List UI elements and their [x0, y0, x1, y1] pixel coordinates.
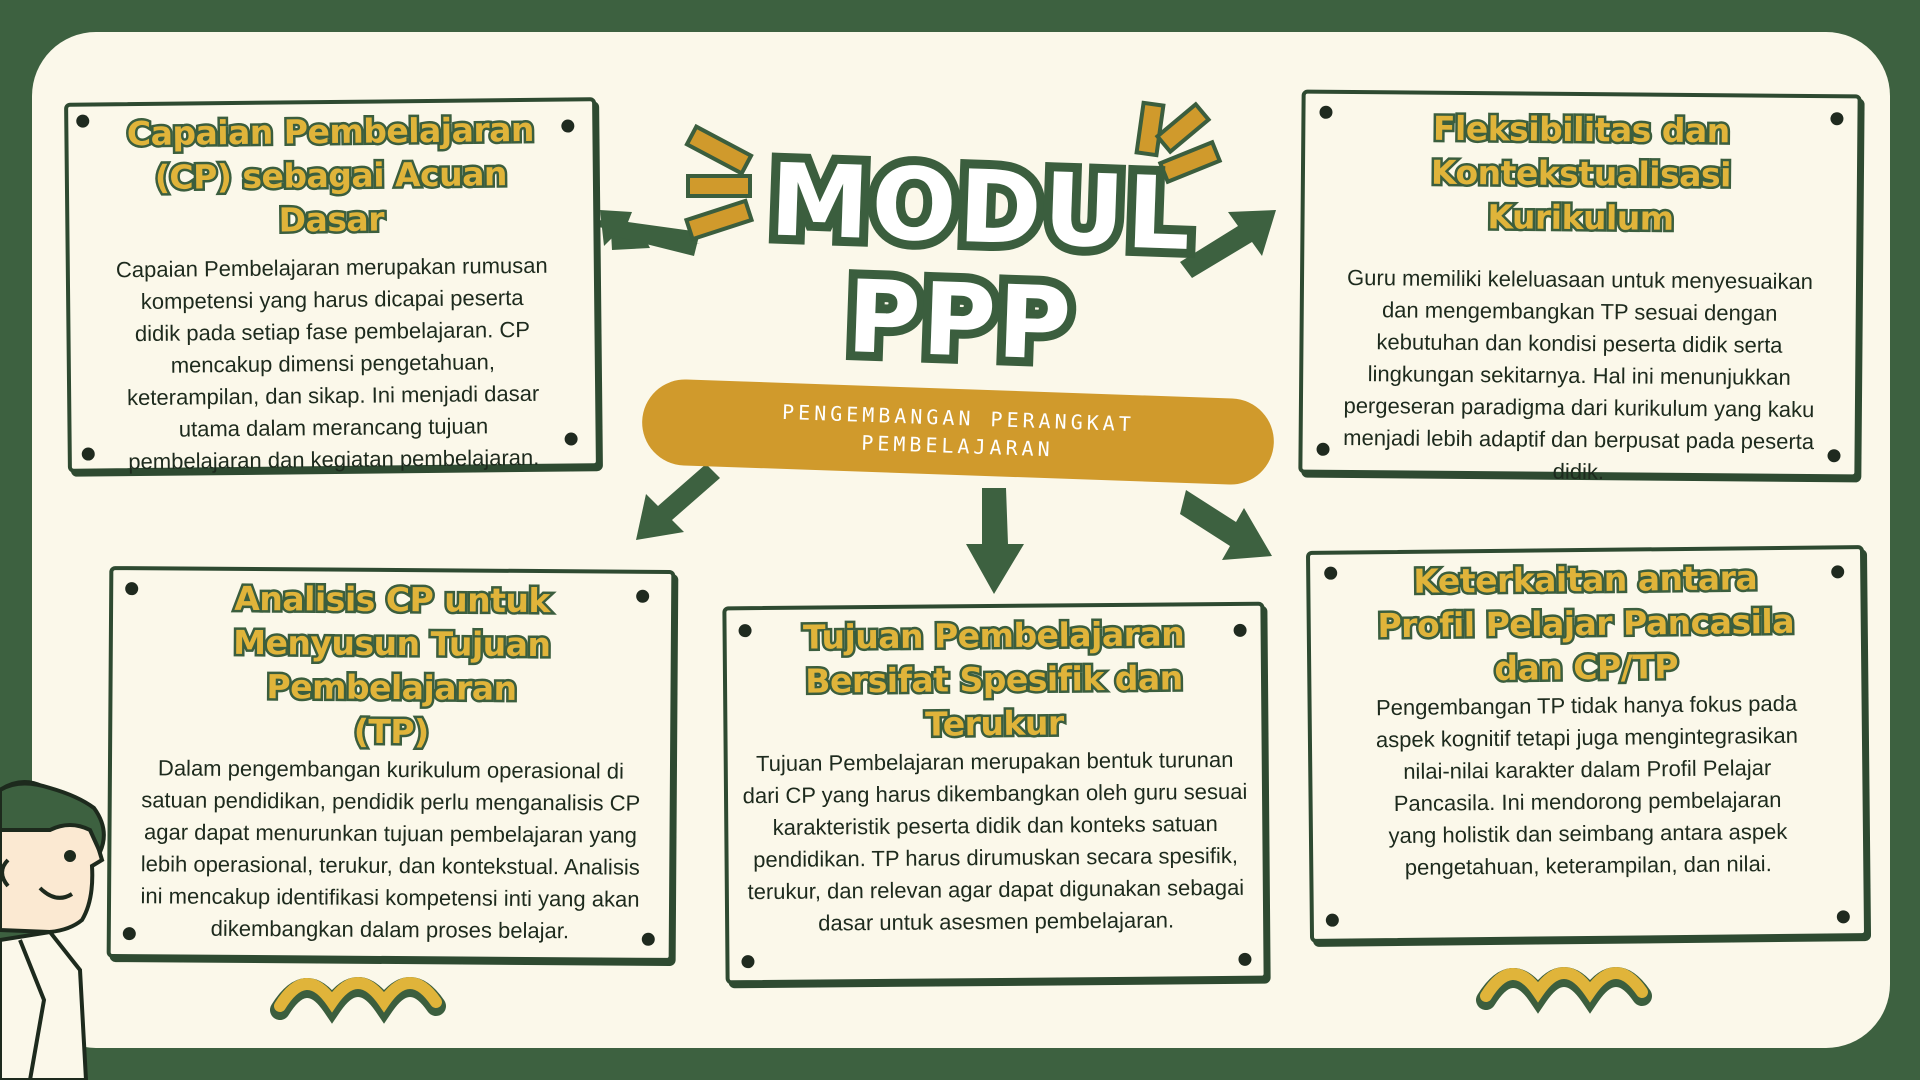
- card-body: Dalam pengembangan kurikulum operasional…: [140, 755, 641, 944]
- arrow-icon-top-right: [1180, 210, 1276, 278]
- card-title: Capaian Pembelajaran (CP) sebagai Acuan …: [124, 107, 536, 242]
- pin-dot: [1831, 565, 1845, 579]
- arrow-icon-bottom-left: [636, 464, 720, 540]
- pin-dot: [564, 432, 578, 446]
- pin-dot: [122, 927, 136, 941]
- pin-dot: [561, 119, 575, 133]
- card-profil-pelajar-pancasila: Keterkaitan antara Profil Pelajar Pancas…: [1305, 545, 1869, 943]
- sparkle-icon-right: [1134, 100, 1223, 185]
- pin-dot: [1233, 623, 1247, 637]
- pin-dot: [1836, 910, 1850, 924]
- card-body: Pengembangan TP tidak hanya fokus pada a…: [1375, 690, 1799, 880]
- pin-dot: [81, 447, 95, 461]
- card-tujuan-pembelajaran: Tujuan Pembelajaran Bersifat Spesifik da…: [722, 601, 1268, 985]
- teacher-illustration: [0, 780, 106, 1080]
- pin-dot: [1325, 913, 1339, 927]
- subtitle-text: PENGEMBANGAN PERANGKAT PEMBELAJARAN: [781, 399, 1136, 462]
- card-analisis-cp: Analisis CP untuk Menyusun Tujuan Pembel…: [106, 566, 676, 962]
- arrow-icon-bottom-right: [1180, 490, 1272, 560]
- sparkle-icon-left: [683, 123, 755, 242]
- pin-dot: [125, 582, 139, 596]
- main-title-line1: MODUL: [759, 132, 1203, 282]
- pin-dot: [1827, 449, 1841, 463]
- card-body: Guru memiliki keleluasaan untuk menyesua…: [1343, 264, 1815, 485]
- pin-dot: [76, 114, 90, 128]
- pin-dot: [1319, 105, 1333, 119]
- card-body: Tujuan Pembelajaran merupakan bentuk tur…: [742, 746, 1248, 936]
- card-capaian-pembelajaran: Capaian Pembelajaran (CP) sebagai Acuan …: [64, 97, 600, 474]
- card-title: Keterkaitan antara Profil Pelajar Pancas…: [1375, 556, 1797, 691]
- pin-dot: [1324, 566, 1338, 580]
- card-title: Tujuan Pembelajaran Bersifat Spesifik da…: [800, 612, 1186, 746]
- zigzag-icon-right: [1476, 967, 1652, 1014]
- pin-dot: [1830, 112, 1844, 126]
- arrow-icon-top-left: [592, 210, 700, 256]
- pin-dot: [641, 932, 655, 946]
- pin-dot: [741, 955, 755, 969]
- card-fleksibilitas-kurikulum: Fleksibilitas dan Kontekstualisasi Kurik…: [1298, 89, 1862, 484]
- pin-dot: [738, 624, 752, 638]
- pin-dot: [1238, 952, 1252, 966]
- zigzag-icon-left: [270, 977, 446, 1024]
- card-title: Analisis CP untuk Menyusun Tujuan Pembel…: [231, 576, 554, 753]
- pin-dot: [1316, 442, 1330, 456]
- main-title-line2: PPP: [836, 249, 1084, 392]
- card-body: Capaian Pembelajaran merupakan rumusan k…: [115, 252, 548, 475]
- card-title: Fleksibilitas dan Kontekstualisasi Kurik…: [1428, 106, 1733, 240]
- arrow-icon-bottom-center: [966, 488, 1024, 594]
- pin-dot: [636, 589, 650, 603]
